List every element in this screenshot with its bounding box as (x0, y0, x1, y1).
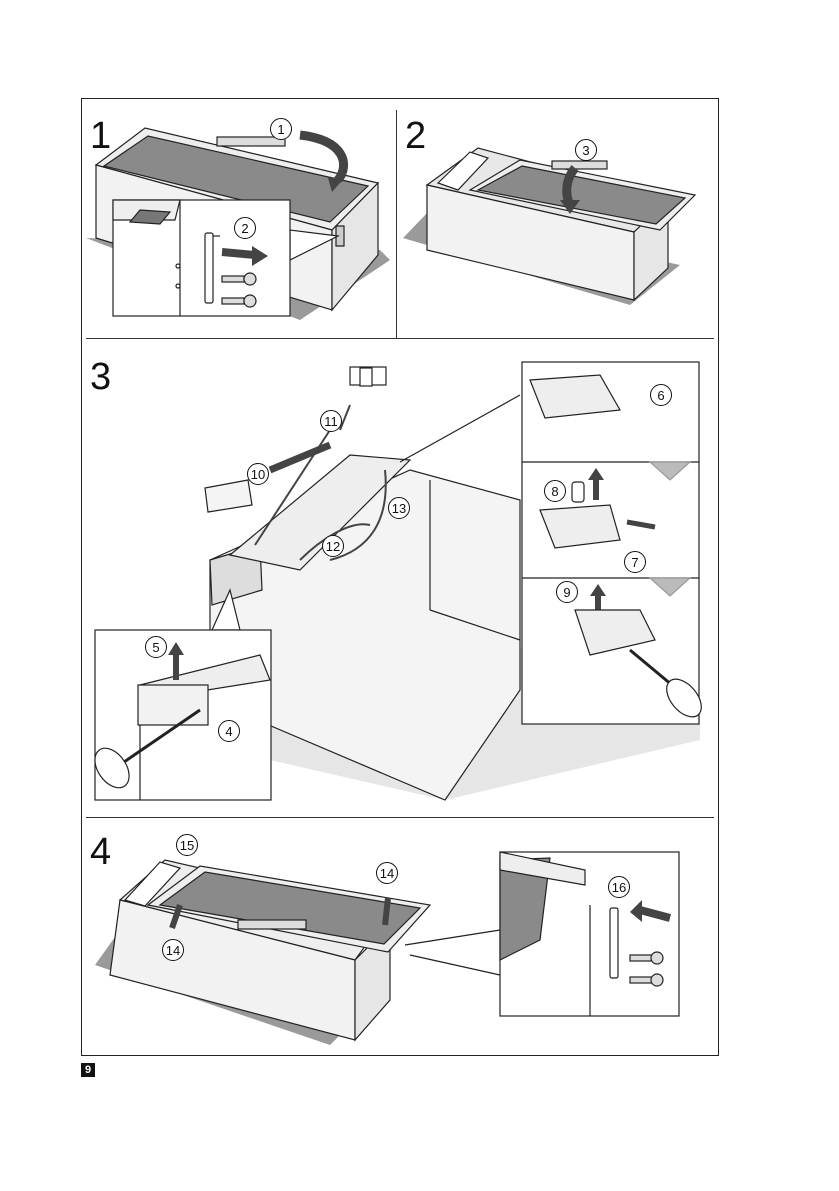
callout-2: 2 (234, 217, 256, 239)
callout-9: 9 (556, 581, 578, 603)
callout-11: 11 (320, 410, 342, 432)
callout-14-bottom: 14 (162, 939, 184, 961)
callout-14-top: 14 (376, 862, 398, 884)
callout-8: 8 (544, 480, 566, 502)
callout-16: 16 (608, 876, 630, 898)
step3-right-inset (522, 362, 708, 724)
callout-10: 10 (247, 463, 269, 485)
callout-13: 13 (388, 497, 410, 519)
step-number-2: 2 (405, 117, 426, 155)
callout-4: 4 (218, 720, 240, 742)
callout-15: 15 (176, 834, 198, 856)
page-number-badge: 9 (81, 1063, 95, 1077)
callout-3: 3 (575, 139, 597, 161)
step-number-3: 3 (90, 358, 111, 396)
step-number-1: 1 (90, 117, 111, 155)
step-number-4: 4 (90, 833, 111, 871)
callout-6: 6 (650, 384, 672, 406)
callout-12: 12 (322, 535, 344, 557)
step2-illustration (403, 148, 695, 305)
callout-7: 7 (624, 551, 646, 573)
callout-5: 5 (145, 636, 167, 658)
callout-1: 1 (270, 118, 292, 140)
